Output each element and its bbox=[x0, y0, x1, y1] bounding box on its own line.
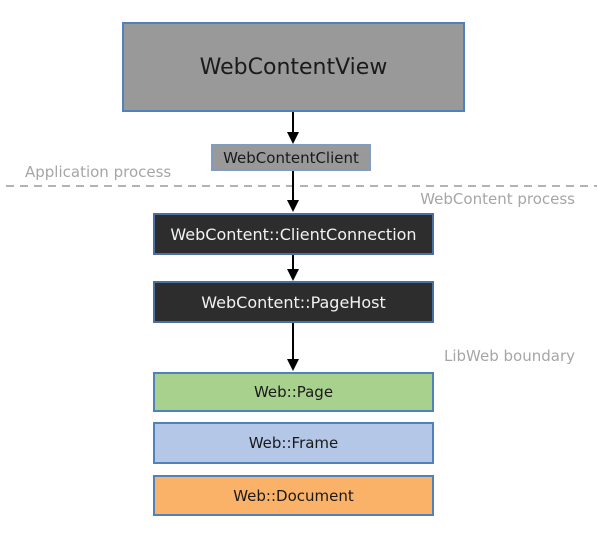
node-webcontent-pagehost: WebContent::PageHost bbox=[153, 281, 434, 323]
node-webcontentclient: WebContentClient bbox=[211, 144, 371, 171]
node-webcontentclient-label: WebContentClient bbox=[223, 148, 359, 167]
down-arrow-view-to-client bbox=[292, 112, 294, 132]
node-web-frame: Web::Frame bbox=[153, 422, 434, 464]
process-boundary-dashed-line bbox=[6, 185, 597, 187]
down-arrow-clientconnection-to-pagehost bbox=[292, 255, 294, 269]
node-webcontent-clientconnection-label: WebContent::ClientConnection bbox=[170, 224, 417, 244]
node-webcontent-clientconnection: WebContent::ClientConnection bbox=[153, 213, 434, 255]
node-webcontent-pagehost-label: WebContent::PageHost bbox=[201, 292, 386, 312]
label-webcontent-process: WebContent process bbox=[420, 190, 575, 208]
label-libweb-boundary: LibWeb boundary bbox=[444, 347, 575, 365]
node-web-page-label: Web::Page bbox=[253, 383, 334, 401]
node-web-document-label: Web::Document bbox=[233, 486, 354, 505]
down-arrow-client-to-clientconnection bbox=[292, 171, 294, 200]
node-web-page: Web::Page bbox=[153, 372, 434, 412]
label-application-process: Application process bbox=[25, 163, 172, 181]
node-web-document: Web::Document bbox=[153, 475, 434, 516]
down-arrow-pagehost-to-page bbox=[292, 323, 294, 359]
node-web-frame-label: Web::Frame bbox=[248, 434, 339, 452]
node-webcontentview: WebContentView bbox=[122, 22, 465, 112]
node-webcontentview-label: WebContentView bbox=[199, 54, 388, 80]
